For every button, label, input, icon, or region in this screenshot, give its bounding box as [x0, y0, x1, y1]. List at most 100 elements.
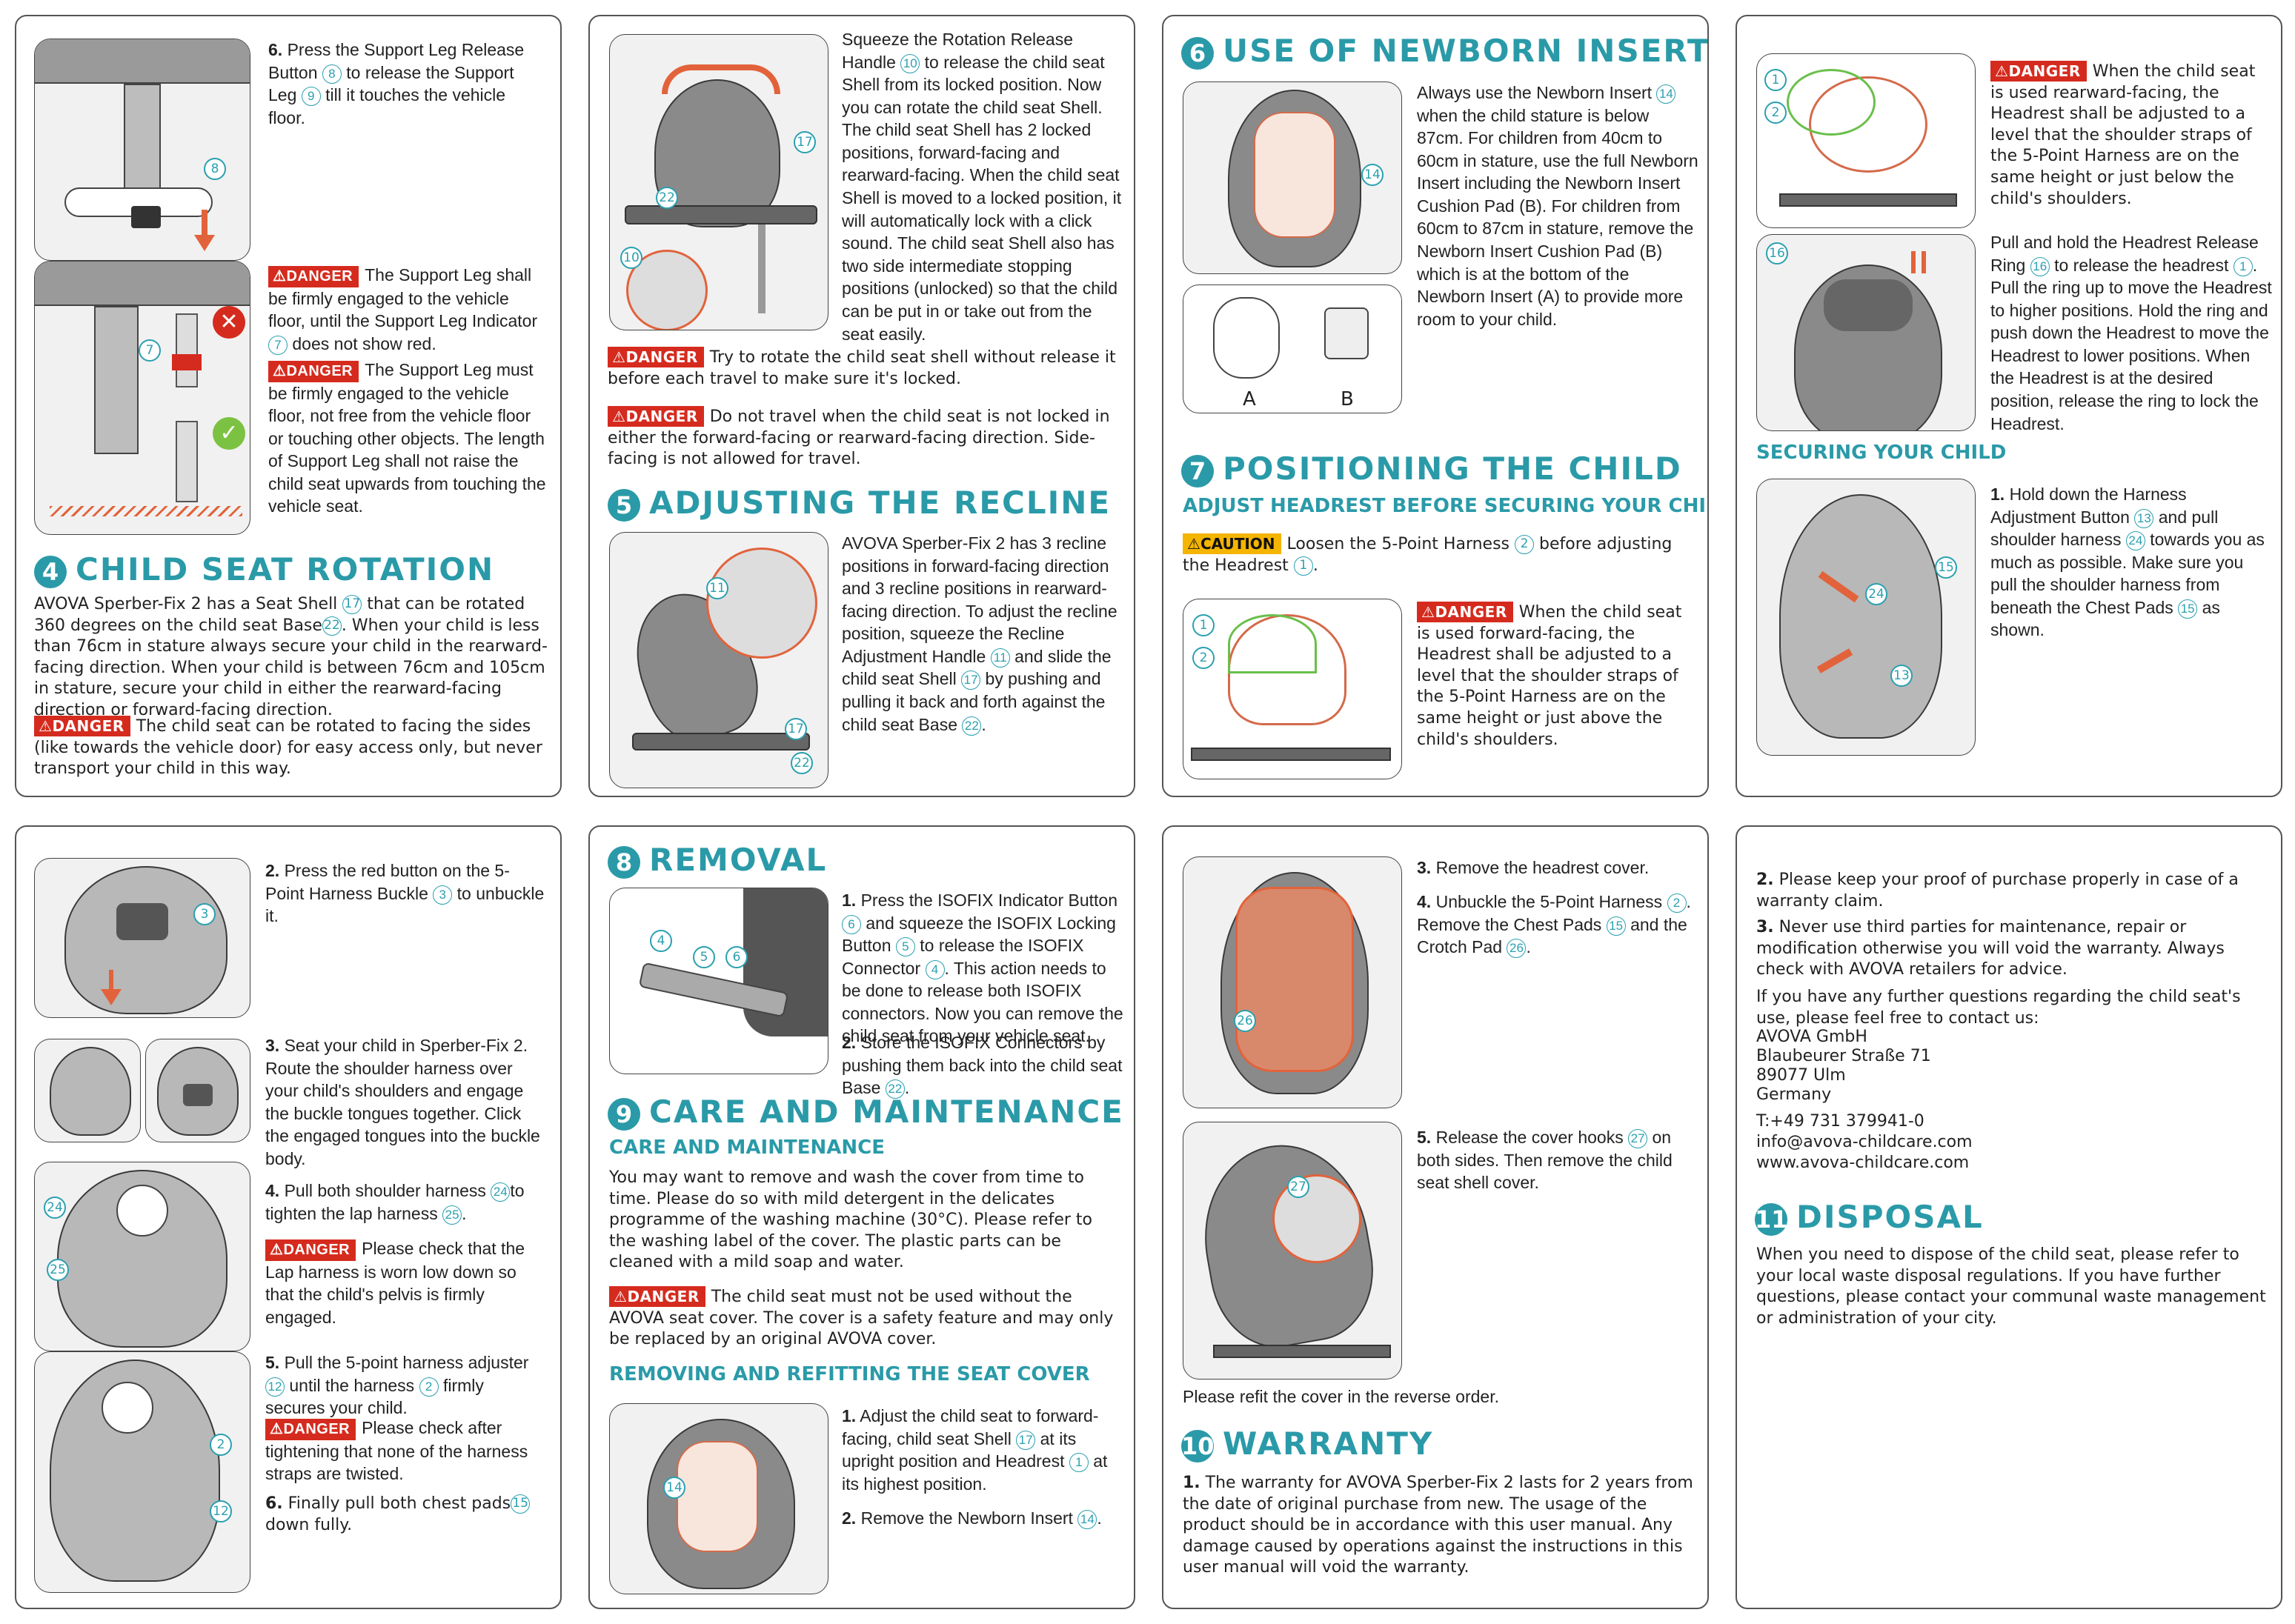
step3-seat: 3. Seat your child in Sperber-Fix 2. Rou… — [265, 1036, 540, 1168]
label-a: A — [1243, 388, 1256, 410]
disposal-text: When you need to dispose of the child se… — [1756, 1245, 2266, 1328]
callout-14: 14 — [663, 1477, 685, 1499]
subtitle-care: CARE AND MAINTENANCE — [609, 1137, 885, 1159]
remove-newborn-insert-illustration: 14 — [609, 1403, 828, 1594]
callout-2: 2 — [1764, 102, 1787, 124]
danger-label: ⚠DANGER — [268, 266, 359, 287]
callout-14: 14 — [1361, 164, 1384, 186]
callout-15: 15 — [1935, 556, 1957, 579]
support-leg-release-illustration: 8 — [34, 39, 250, 261]
danger-label: ⚠DANGER — [1417, 602, 1513, 622]
insert-parts-illustration: A B — [1183, 284, 1402, 413]
newborn-insert-illustration: 14 — [1183, 81, 1402, 274]
callout-17: 17 — [785, 718, 807, 740]
cover-step5: 5. Release the cover hooks 27 on both si… — [1417, 1128, 1673, 1193]
panel-rotation-recline: 17 22 10 Squeeze the Rotation Release Ha… — [588, 15, 1135, 797]
removal-step2: 2. Store the ISOFIX Connectors by pushin… — [842, 1033, 1123, 1099]
danger-label: ⚠DANGER — [265, 1419, 356, 1440]
address-line-3: 89077 Ulm — [1756, 1066, 1846, 1085]
callout-27: 27 — [1287, 1176, 1309, 1198]
warranty-3: 3. Never use third parties for maintenan… — [1756, 918, 2225, 979]
callout-7: 7 — [139, 339, 161, 362]
cover-step2: 2. Remove the Newborn Insert 14. — [842, 1508, 1102, 1529]
contact-email[interactable]: info@avova-childcare.com — [1756, 1133, 1973, 1151]
headrest-cover-illustration: 26 — [1183, 856, 1402, 1108]
danger-label: ⚠DANGER — [1990, 61, 2087, 81]
callout-6: 6 — [725, 946, 748, 968]
danger-label: ⚠DANGER — [265, 1239, 356, 1261]
panel-contact-disposal: 2. Please keep your proof of purchase pr… — [1736, 825, 2282, 1609]
callout-8: 8 — [204, 158, 226, 180]
harness-adjuster-illustration: 2 12 — [34, 1351, 250, 1593]
caution-label: ⚠CAUTION — [1183, 533, 1281, 554]
contact-website[interactable]: www.avova-childcare.com — [1756, 1154, 1970, 1172]
label-b: B — [1341, 388, 1354, 410]
forward-headrest-illustration: 1 2 — [1183, 599, 1402, 779]
address-line-2: Blaubeurer Straße 71 — [1756, 1047, 1931, 1065]
callout-2: 2 — [210, 1434, 232, 1456]
callout-22: 22 — [791, 752, 813, 774]
buckle-tongue-illustration-left — [34, 1039, 141, 1142]
rotation-text: Squeeze the Rotation Release Handle 10 t… — [842, 30, 1122, 344]
warranty-2: 2. Please keep your proof of purchase pr… — [1756, 871, 2239, 911]
newborn-text: Always use the Newborn Insert 14 when th… — [1417, 83, 1698, 329]
subtitle-seat-cover: REMOVING AND REFITTING THE SEAT COVER — [609, 1363, 1090, 1385]
danger-label: ⚠DANGER — [268, 361, 359, 382]
callout-13: 13 — [1890, 665, 1913, 687]
cover-step1: 1. Adjust the child seat to forward-faci… — [842, 1406, 1108, 1494]
callout-4: 4 — [650, 930, 672, 952]
subtitle-securing-child: SECURING YOUR CHILD — [1756, 442, 2007, 464]
rotation-release-illustration: 17 22 10 — [609, 34, 828, 330]
callout-1: 1 — [1764, 69, 1787, 91]
step5-adjuster: 5. Pull the 5-point harness adjuster 12 … — [265, 1353, 529, 1418]
headrest-release-text: Pull and hold the Headrest Release Ring … — [1990, 233, 2272, 433]
warranty-1: 1. The warranty for AVOVA Sperber-Fix 2 … — [1183, 1474, 1693, 1577]
panel-buckling: 3 2. Press the red button on the 5-Point… — [15, 825, 562, 1609]
subtitle-adjust-headrest: ADJUST HEADREST BEFORE SECURING YOUR CHI… — [1183, 495, 1709, 517]
securing-step1: 1. Hold down the Harness Adjustment Butt… — [1990, 485, 2265, 640]
callout-16: 16 — [1766, 242, 1788, 264]
callout-22: 22 — [656, 187, 678, 209]
danger-label: ⚠DANGER — [608, 347, 704, 367]
callout-25: 25 — [47, 1259, 69, 1281]
address-line-4: Germany — [1756, 1085, 1832, 1104]
panel-cover-warranty: 26 3. Remove the headrest cover. 4. Unbu… — [1162, 825, 1709, 1609]
care-text: You may want to remove and wash the cove… — [609, 1168, 1092, 1272]
callout-1: 1 — [1192, 614, 1215, 636]
recline-text: AVOVA Sperber-Fix 2 has 3 recline positi… — [842, 533, 1117, 736]
contact-intro: If you have any further questions regard… — [1756, 988, 2241, 1028]
callout-12: 12 — [210, 1500, 232, 1522]
danger-label: ⚠DANGER — [608, 406, 704, 427]
callout-3: 3 — [193, 903, 216, 925]
isofix-removal-illustration: 4 5 6 — [609, 888, 828, 1074]
callout-24: 24 — [44, 1197, 66, 1219]
contact-phone: T:+49 731 379941-0 — [1756, 1112, 1924, 1131]
callout-10: 10 — [620, 247, 642, 269]
headrest-release-illustration: 16 — [1756, 234, 1976, 431]
callout-17: 17 — [794, 131, 816, 153]
harness-adjust-illustration: 15 24 13 — [1756, 479, 1976, 756]
rearward-headrest-illustration: 1 2 — [1756, 53, 1976, 228]
address-line-1: AVOVA GmbH — [1756, 1028, 1867, 1046]
callout-26: 26 — [1234, 1010, 1256, 1032]
step2-unbuckle: 2. Press the red button on the 5-Point H… — [265, 861, 545, 926]
